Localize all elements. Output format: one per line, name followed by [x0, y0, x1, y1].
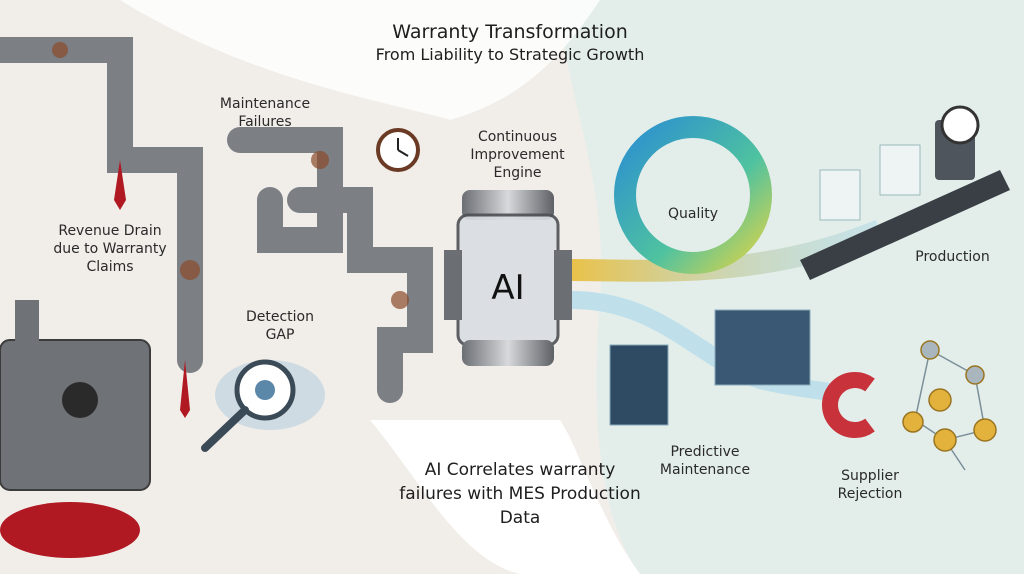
predictive-maintenance-label: Predictive Maintenance [659, 444, 751, 478]
caption: AI Correlates warranty failures with MES… [399, 460, 641, 528]
dashboard-screen [609, 344, 669, 426]
quality-ring [614, 116, 772, 274]
engine-label: Continuous Improvement Engine [470, 129, 565, 181]
quality-label: Quality [667, 206, 719, 222]
ai-label: AI [491, 268, 525, 308]
page-title: Warranty Transformation From Liability t… [300, 20, 720, 66]
subtitle: From Liability to Strategic Growth [375, 45, 645, 64]
dashboard-screen [714, 309, 811, 386]
supplier-rejection-label: Supplier Rejection [837, 468, 903, 502]
magnet-icon [822, 372, 875, 438]
detection-gap-label: Detection GAP [245, 309, 314, 343]
magnifier-eye-icon [201, 359, 325, 452]
blood-drips [0, 160, 190, 558]
ai-canister [444, 190, 572, 366]
revenue-drain-label: Revenue Drain due to Warranty Claims [53, 223, 167, 275]
conveyor-belt [800, 105, 1010, 280]
coin-network [902, 340, 997, 471]
title: Warranty Transformation [392, 21, 628, 43]
maintenance-failures-label: Maintenance Failures [219, 96, 311, 130]
stopwatch-icon [940, 105, 980, 145]
production-label: Production [915, 249, 990, 265]
